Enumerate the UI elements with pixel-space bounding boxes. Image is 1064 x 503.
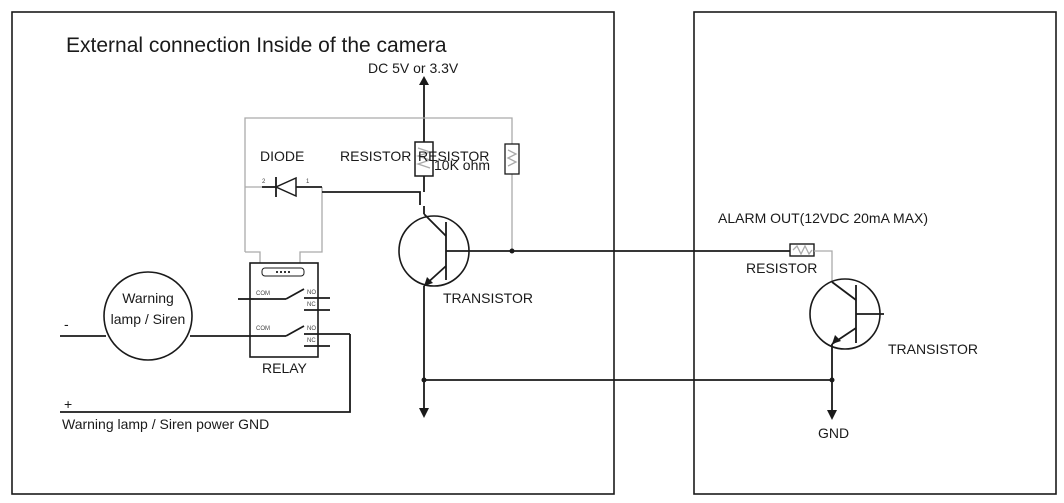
svg-text:NC: NC xyxy=(307,302,316,308)
lamp-power-ground-wire xyxy=(60,334,351,413)
relay-coil-wiring xyxy=(244,117,513,264)
transistor-1-symbol xyxy=(398,206,515,408)
alarm-out-label: ALARM OUT(12VDC 20mA MAX) xyxy=(718,210,928,226)
diode-symbol: 2 1 xyxy=(262,176,322,198)
resistor-1-zigzag xyxy=(415,147,433,169)
alarm-panel-frame xyxy=(693,11,1057,495)
relay-symbol: COM NO NC COM NO NC xyxy=(190,262,350,358)
positive-sign: + xyxy=(64,396,72,412)
svg-text:1: 1 xyxy=(306,179,310,185)
svg-text:NO: NO xyxy=(307,326,316,332)
ground-arrow-camera xyxy=(419,408,429,418)
svg-text:COM: COM xyxy=(256,291,270,297)
svg-text:NC: NC xyxy=(307,338,316,344)
camera-panel-frame xyxy=(11,11,615,495)
svg-text:NO: NO xyxy=(307,290,316,296)
resistor-label-1: RESISTOR xyxy=(340,148,411,164)
resistor-2-zigzag xyxy=(506,149,518,167)
svg-text:2: 2 xyxy=(262,179,266,185)
alarm-base-wire xyxy=(814,250,833,290)
transistor-1-label: TRANSISTOR xyxy=(443,290,533,306)
svg-text:Warning: Warning xyxy=(122,290,174,306)
alarm-transistor-label: TRANSISTOR xyxy=(888,341,978,357)
alarm-resistor-label: RESISTOR xyxy=(746,260,817,276)
ground-arrow-alarm xyxy=(827,410,837,420)
warning-lamp-symbol: Warning lamp / Siren xyxy=(103,271,193,361)
diode-label: DIODE xyxy=(260,148,304,164)
camera-panel-title: External connection Inside of the camera xyxy=(66,34,447,57)
resistor-value-label: 10K ohm xyxy=(434,157,490,173)
base-feed-wire xyxy=(322,191,421,205)
relay-label: RELAY xyxy=(262,360,308,376)
transistor-2-symbol xyxy=(809,278,884,410)
power-ground-label: Warning lamp / Siren power GND xyxy=(62,416,269,432)
svg-text:COM: COM xyxy=(256,326,270,332)
resistor-3-zigzag xyxy=(792,244,813,256)
resistor-label-2: RESISTOR xyxy=(418,148,489,164)
svg-text:lamp / Siren: lamp / Siren xyxy=(111,311,186,327)
negative-sign: - xyxy=(64,316,69,332)
supply-rail xyxy=(419,76,429,192)
resistor-2-symbol xyxy=(504,143,520,175)
supply-voltage-label: DC 5V or 3.3V xyxy=(368,60,459,76)
gnd-label: GND xyxy=(818,425,849,441)
